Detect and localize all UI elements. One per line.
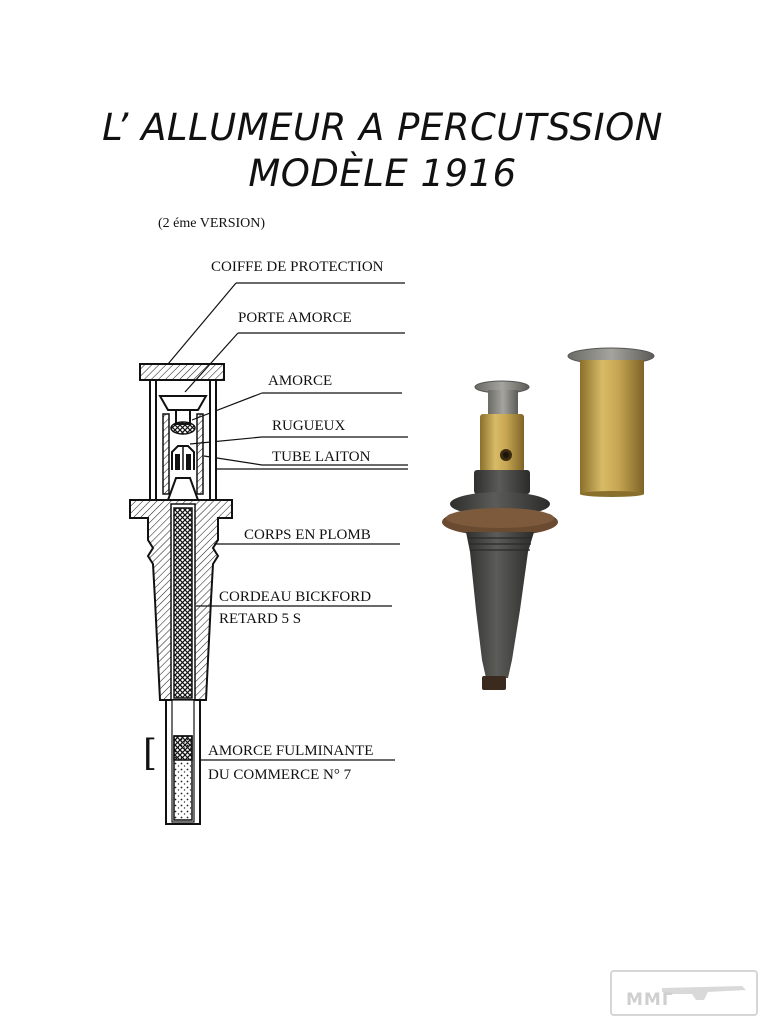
label-corps-en-plomb: CORPS EN PLOMB [244, 527, 371, 543]
title-line-1: L’ ALLUMEUR A PERCUTSSION [102, 106, 663, 149]
photo-igniter [442, 380, 558, 690]
label-porte-amorce: PORTE AMORCE [238, 310, 352, 326]
title-line-2: MODÈLE 1916 [248, 152, 517, 195]
photo-brass-cap [567, 347, 655, 497]
label-cordeau-bickford: CORDEAU BICKFORD [219, 589, 372, 605]
watermark: MMГ [610, 970, 758, 1016]
label-retard: RETARD 5 S [219, 611, 302, 627]
bracket-mark: [ [143, 733, 158, 774]
label-tube-laiton: TUBE LAITON [272, 449, 371, 465]
label-du-commerce: DU COMMERCE N° 7 [208, 767, 352, 783]
label-rugueux: RUGUEUX [272, 418, 346, 434]
label-coiffe-de-protection: COIFFE DE PROTECTION [211, 259, 384, 275]
rifle-icon [662, 986, 746, 1000]
watermark-text: MMГ [626, 990, 674, 1010]
label-amorce-fulminante: AMORCE FULMINANTE [208, 743, 374, 759]
label-amorce: AMORCE [268, 373, 333, 389]
subtitle: (2 éme VERSION) [158, 216, 266, 231]
